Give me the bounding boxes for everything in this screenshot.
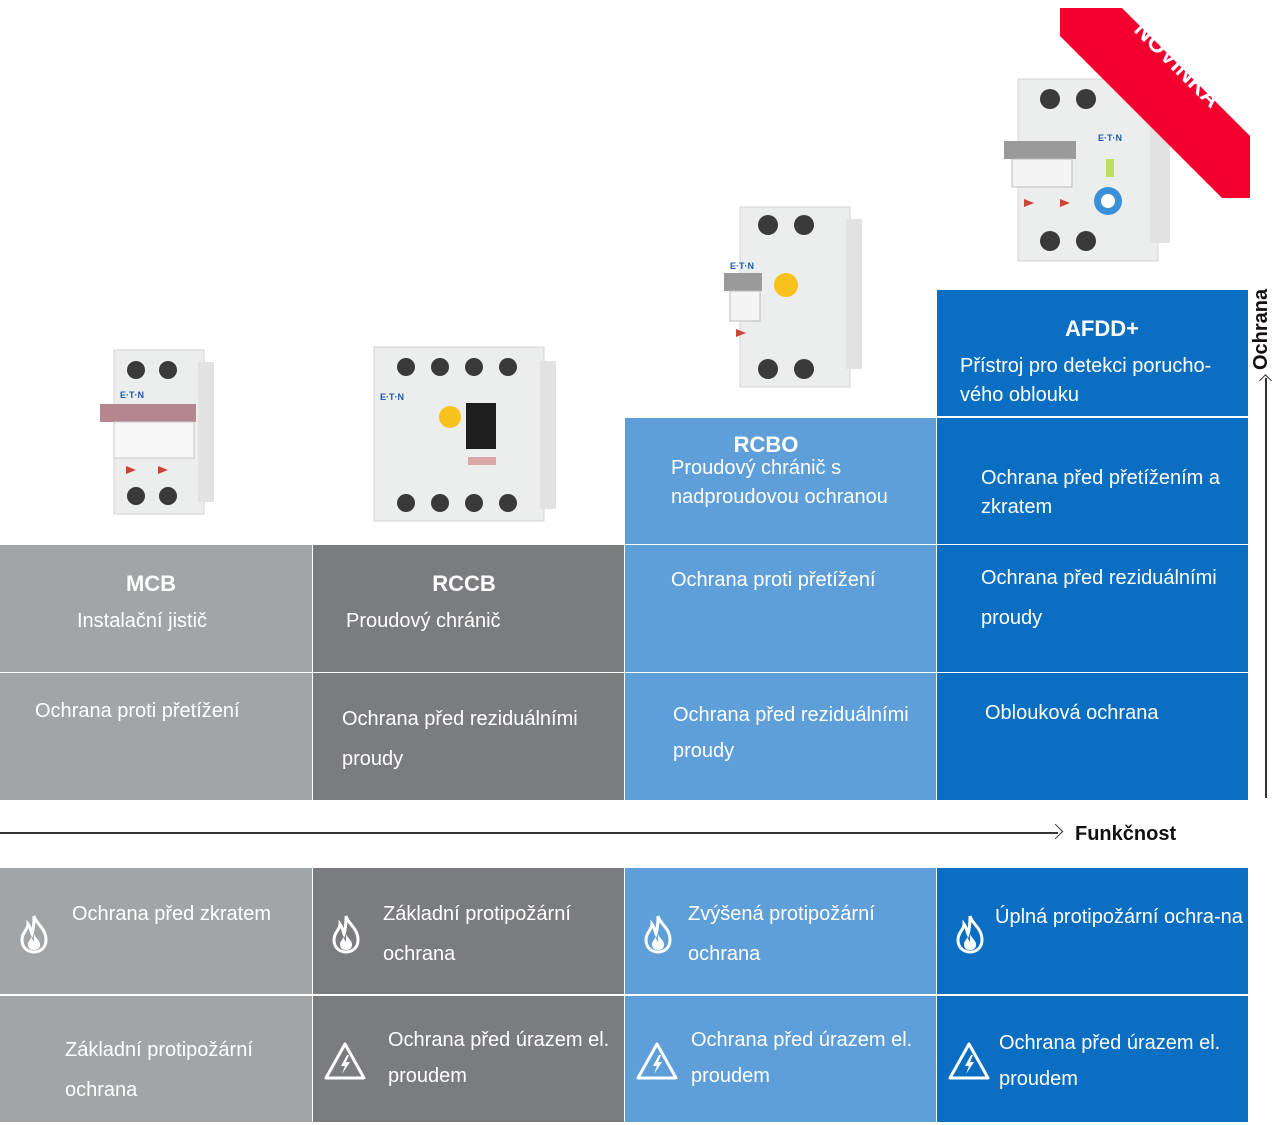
feature-text: Ochrana před reziduálními proudy bbox=[981, 567, 1217, 629]
product-name: Přístroj pro detekci porucho-vého oblouk… bbox=[960, 355, 1212, 406]
mcb-feature-cell: Ochrana proti přetížení bbox=[0, 673, 312, 800]
bottom-text: Ochrana před úrazem el. proudem bbox=[691, 1029, 913, 1087]
mcb-bottom-cell: Ochrana před zkratem bbox=[0, 868, 312, 994]
rcbo-feature-cell: Ochrana proti přetížení bbox=[625, 545, 936, 672]
electric-hazard-icon bbox=[635, 1041, 679, 1081]
rcbo-bottom-cell: Ochrana před úrazem el. proudem bbox=[625, 996, 936, 1122]
afdd-feature-cell: Ochrana před přetížením a zkratem bbox=[937, 418, 1248, 544]
bottom-text: Základní protipožární ochrana bbox=[65, 1039, 253, 1101]
bottom-text: Ochrana před zkratem bbox=[72, 903, 271, 925]
feature-text: Ochrana před reziduálními proudy bbox=[673, 704, 909, 762]
novinka-badge: NOVINKA bbox=[1060, 8, 1250, 198]
product-code: MCB bbox=[125, 571, 177, 596]
protection-axis-label: Ochrana bbox=[1250, 288, 1272, 370]
bottom-text: Ochrana před úrazem el. proudem bbox=[999, 1032, 1221, 1090]
svg-text:E·T·N: E·T·N bbox=[730, 261, 754, 271]
product-name: Proudový chránič bbox=[346, 610, 501, 632]
rcbo-feature-cell: Ochrana před reziduálními proudy bbox=[625, 673, 936, 800]
rcbo-device-image: E·T·N bbox=[724, 206, 862, 388]
arrow-up-icon bbox=[1259, 374, 1272, 387]
product-name: Instalační jistič bbox=[76, 610, 208, 632]
fire-icon bbox=[642, 914, 674, 954]
afdd-feature-cell: Ochrana před reziduálními proudy bbox=[937, 545, 1248, 672]
afdd-feature-cell: Oblouková ochrana bbox=[937, 673, 1248, 800]
bottom-text: Zvýšená protipožární ochrana bbox=[688, 903, 875, 965]
afdd-header-cell: AFDD+ Přístroj pro detekci porucho-vého … bbox=[937, 290, 1248, 416]
feature-text: Ochrana před přetížením a zkratem bbox=[981, 467, 1221, 518]
product-code: RCBO bbox=[733, 432, 799, 457]
svg-text:E·T·N: E·T·N bbox=[1098, 133, 1122, 143]
functionality-axis-label: Funkčnost bbox=[1075, 823, 1177, 845]
mcb-device-image: E·T·N bbox=[100, 349, 214, 515]
feature-text: Ochrana proti přetížení bbox=[35, 700, 240, 722]
fire-icon bbox=[18, 914, 50, 954]
rccb-bottom-cell: Základní protipožární ochrana bbox=[313, 868, 624, 994]
rccb-feature-cell: Ochrana před reziduálními proudy bbox=[313, 673, 624, 800]
feature-text: Ochrana před reziduálními proudy bbox=[342, 708, 578, 770]
bottom-text: Základní protipožární ochrana bbox=[383, 903, 571, 965]
fire-icon bbox=[954, 914, 986, 954]
svg-text:E·T·N: E·T·N bbox=[120, 390, 144, 400]
rccb-header-cell: RCCB Proudový chránič bbox=[313, 545, 624, 672]
mcb-bottom-cell: Základní protipožární ochrana bbox=[0, 996, 312, 1122]
rcbo-bottom-cell: Zvýšená protipožární ochrana bbox=[625, 868, 936, 994]
afdd-bottom-cell: Úplná protipožární ochra-na bbox=[937, 868, 1248, 994]
feature-text: Ochrana proti přetížení bbox=[671, 569, 876, 591]
feature-text: Oblouková ochrana bbox=[985, 702, 1159, 724]
protection-axis-line bbox=[1265, 378, 1267, 798]
afdd-bottom-cell: Ochrana před úrazem el. proudem bbox=[937, 996, 1248, 1122]
electric-hazard-icon bbox=[323, 1041, 367, 1081]
product-code: AFDD+ bbox=[1065, 316, 1139, 341]
product-name: Proudový chránič s nadproudovou ochranou bbox=[671, 457, 888, 508]
bottom-text: Úplná protipožární ochra-na bbox=[995, 906, 1243, 928]
rccb-bottom-cell: Ochrana před úrazem el. proudem bbox=[313, 996, 624, 1122]
arrow-right-icon bbox=[1047, 823, 1064, 840]
rcbo-header-cell: RCBO Proudový chránič s nadproudovou och… bbox=[625, 418, 936, 544]
rccb-device-image: E·T·N bbox=[373, 346, 556, 522]
fire-icon bbox=[330, 914, 362, 954]
bottom-text: Ochrana před úrazem el. proudem bbox=[388, 1029, 610, 1087]
mcb-header-cell: MCB Instalační jistič bbox=[0, 545, 312, 672]
functionality-axis-line bbox=[0, 832, 1058, 834]
electric-hazard-icon bbox=[947, 1041, 991, 1081]
product-code: RCCB bbox=[432, 571, 496, 596]
svg-text:E·T·N: E·T·N bbox=[380, 392, 404, 402]
